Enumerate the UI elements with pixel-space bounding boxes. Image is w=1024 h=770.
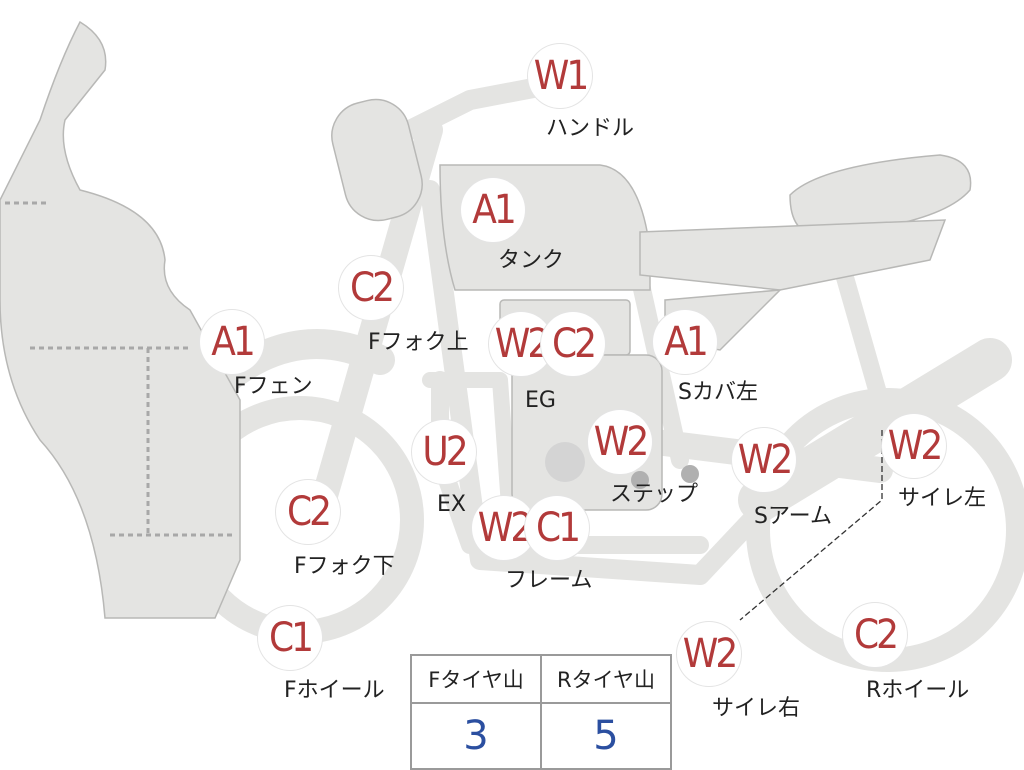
s-arm-marker: W2 [732, 428, 796, 492]
ex-label: EX [437, 492, 466, 517]
muffler-right-marker: W2 [677, 622, 741, 686]
s-cover-left-label: Sカバ左 [678, 380, 758, 405]
headlight-shape [331, 98, 423, 222]
handle-marker: W1 [528, 44, 592, 108]
f-fork-lower-marker: C2 [276, 480, 340, 544]
rear-shock-shape [831, 251, 889, 409]
muffler-shape [738, 338, 1012, 522]
rear-tire-header: Rタイヤ山 [540, 654, 672, 704]
eg-w2-marker: W2 [489, 312, 553, 376]
ex-marker: U2 [412, 420, 476, 484]
rear-tire-value: 5 [540, 702, 672, 770]
eg-label: EG [525, 388, 556, 413]
front-tire-header: Fタイヤ山 [410, 654, 542, 704]
frame-label: フレーム [505, 568, 593, 593]
tank-marker: A1 [461, 178, 525, 242]
f-fork-lower-label: Fフォク下 [294, 554, 395, 579]
tire-tread-table: Fタイヤ山 Rタイヤ山 3 5 [410, 654, 672, 770]
s-cover-left-marker: A1 [653, 310, 717, 374]
footpeg-shape [631, 471, 649, 489]
f-wheel-marker: C1 [258, 606, 322, 670]
f-fork-upper-label: Fフォク上 [368, 330, 469, 355]
tire-table-value-row: 3 5 [410, 702, 672, 770]
muffler-right-label: サイレ右 [712, 696, 801, 721]
muffler-left-marker: W2 [882, 414, 946, 478]
f-fender-marker: A1 [200, 310, 264, 374]
frame-c1-marker: C1 [525, 496, 589, 560]
tank-label: タンク [498, 248, 565, 273]
seat-base-shape [639, 219, 947, 291]
exhaust-pipe-shape [422, 372, 518, 528]
fairing-shape [0, 20, 241, 619]
step-marker: W2 [588, 410, 652, 474]
muffler-left-label: サイレ左 [898, 486, 987, 511]
frame-w2-marker: W2 [472, 496, 536, 560]
f-fender-label: Fフェン [234, 374, 313, 399]
r-wheel-marker: C2 [843, 603, 907, 667]
tire-table-header-row: Fタイヤ山 Rタイヤ山 [410, 654, 672, 704]
eg-c2-marker: C2 [541, 312, 605, 376]
step-label: ステップ [610, 482, 699, 507]
s-arm-label: Sアーム [754, 504, 832, 529]
handle-label: ハンドル [546, 116, 635, 141]
engine-cover-circle [545, 442, 585, 482]
front-tire-value: 3 [410, 702, 542, 770]
r-wheel-label: Rホイール [866, 678, 970, 703]
f-fork-upper-marker: C2 [339, 256, 403, 320]
footpeg-shape [681, 465, 699, 483]
f-wheel-label: Fホイール [284, 678, 385, 703]
